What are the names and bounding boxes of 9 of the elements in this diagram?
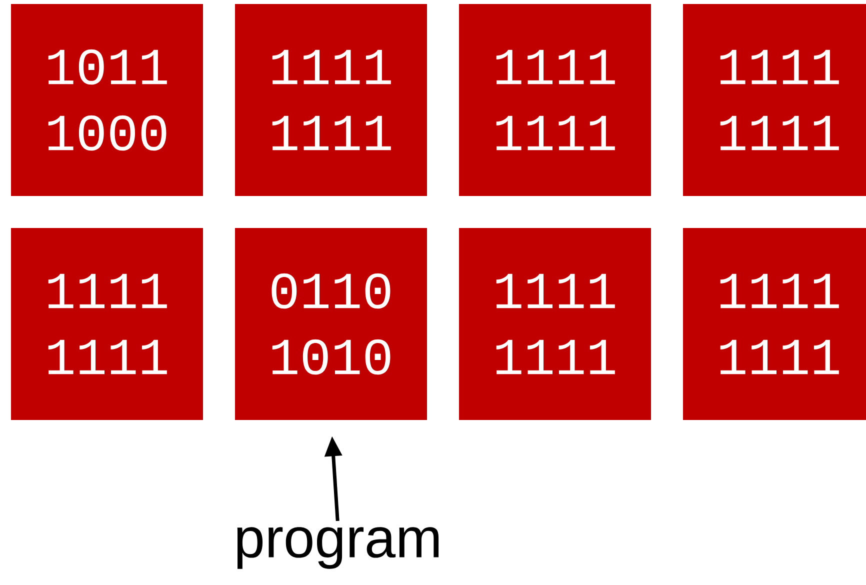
code-box: 1111 1111	[683, 4, 866, 196]
code-box: 1111 1111	[683, 228, 866, 420]
code-box: 1011 1000	[11, 4, 203, 196]
code-box: 1111 1111	[459, 4, 651, 196]
code-box: 0110 1010	[235, 228, 427, 420]
code-box: 1111 1111	[11, 228, 203, 420]
code-box: 1111 1111	[235, 4, 427, 196]
code-box: 1111 1111	[459, 228, 651, 420]
label-text: program	[237, 527, 439, 569]
